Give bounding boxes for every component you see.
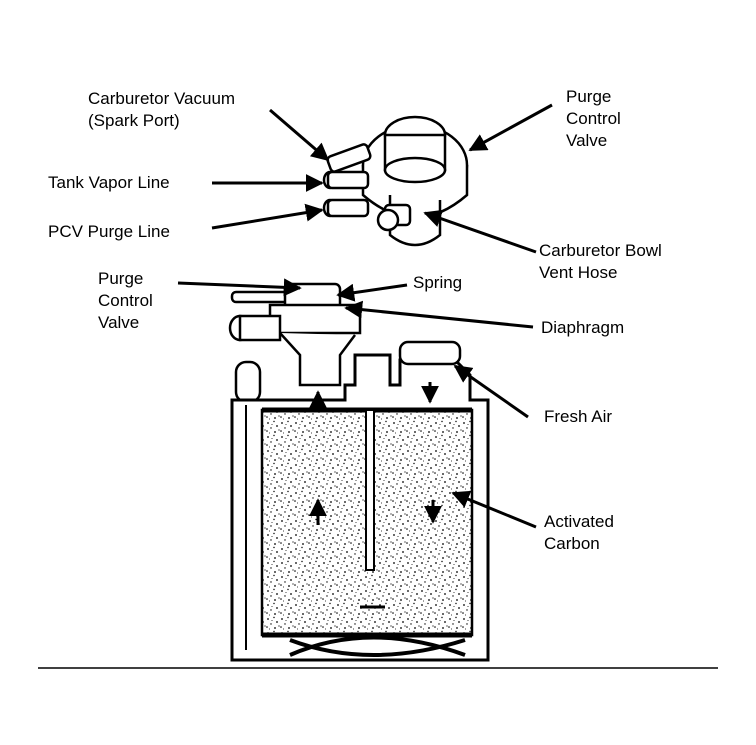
leader-activated-carbon — [451, 490, 537, 529]
label-fresh-air: Fresh Air — [544, 407, 613, 426]
leader-carburetor-bowl-vent — [423, 209, 537, 254]
leader-carburetor-vacuum — [269, 108, 330, 162]
label-activated-carbon: Activated Carbon — [544, 512, 614, 553]
lower-purge-valve — [228, 282, 362, 404]
label-purge-control-valve-top: Purge Control Valve — [566, 87, 621, 150]
leader-fresh-air — [453, 364, 529, 419]
top-purge-control-valve — [322, 115, 469, 247]
label-diaphragm: Diaphragm — [541, 318, 625, 337]
leader-purge-control-valve-top — [468, 103, 553, 152]
canister-body — [230, 340, 490, 662]
label-tank-vapor-line: Tank Vapor Line — [48, 173, 170, 192]
leader-pcv-purge-line — [211, 203, 324, 230]
leader-diaphragm — [344, 300, 534, 329]
leader-spring — [336, 283, 408, 302]
label-spring: Spring — [413, 273, 463, 292]
leader-purge-control-valve-left — [177, 278, 302, 297]
leader-lines — [177, 103, 553, 529]
label-carburetor-bowl-vent-hose: Carburetor Bowl Vent Hose — [539, 241, 662, 282]
label-purge-control-valve-left: Purge Control Valve — [98, 269, 153, 332]
label-pcv-purge-line: PCV Purge Line — [48, 222, 170, 241]
label-carburetor-vacuum: Carburetor Vacuum (Spark Port) — [88, 89, 236, 130]
